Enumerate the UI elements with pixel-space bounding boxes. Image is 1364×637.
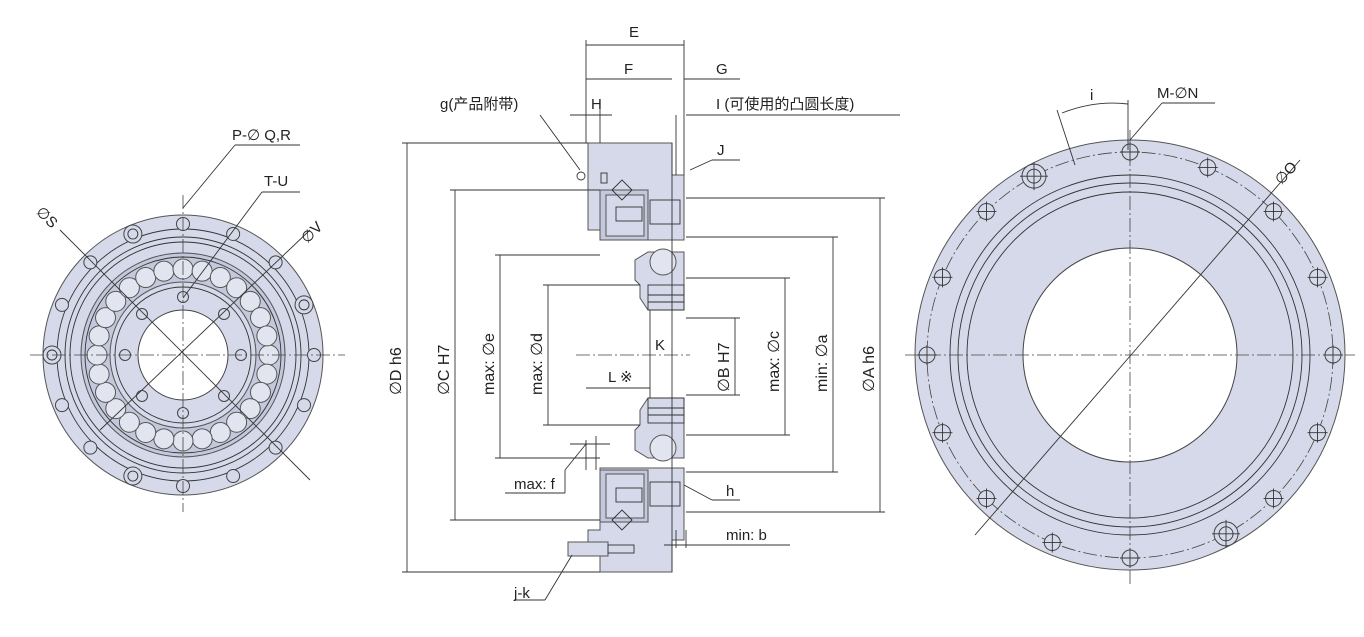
roller — [88, 325, 110, 347]
bolt-hole — [218, 390, 231, 403]
inner-bolt-holes — [119, 291, 247, 419]
dim-i-arc — [1061, 102, 1129, 114]
label-max-c: max: ∅c — [766, 331, 783, 392]
label-a-h6: ∅A h6 — [861, 346, 878, 392]
leader-h — [683, 484, 713, 501]
left-view: P-∅ Q,R T-U ∅S ∅V — [30, 127, 345, 512]
roller — [256, 363, 278, 385]
bolt-hole-inner — [127, 228, 139, 240]
label-c-h7: ∅C H7 — [436, 345, 453, 395]
label-jk: j-k — [513, 585, 530, 602]
roller — [191, 428, 213, 450]
crossed-rollers — [86, 258, 280, 452]
label-max-d: max: ∅d — [529, 333, 546, 395]
bolt-hole — [226, 469, 241, 484]
upper-roller — [649, 248, 677, 276]
bolt-hole — [226, 226, 241, 241]
roller — [118, 411, 140, 433]
label-h-lower: h — [726, 483, 734, 500]
roller — [95, 307, 117, 329]
bolt-hole — [297, 398, 312, 413]
leader-g — [539, 114, 581, 171]
label-h-upper: H — [591, 96, 602, 113]
leader-pq — [182, 144, 236, 209]
bolt-hole — [123, 466, 143, 486]
label-mn: M-∅N — [1157, 85, 1198, 102]
label-max-e: max: ∅e — [481, 333, 498, 395]
leader-tu — [182, 191, 263, 299]
label-tu: T-U — [264, 173, 288, 190]
diameter-o-line — [974, 159, 1301, 536]
bolt-hole — [135, 390, 148, 403]
roller — [95, 381, 117, 403]
bolt-hole — [268, 440, 283, 455]
roller — [88, 363, 110, 385]
label-k: K — [655, 337, 665, 354]
bolt-hole — [135, 307, 148, 320]
label-d-h6: ∅D h6 — [388, 347, 405, 395]
roller — [105, 290, 127, 312]
label-v: ∅V — [298, 219, 326, 247]
label-f: F — [624, 61, 633, 78]
roller — [135, 267, 157, 289]
label-min-a: min: ∅a — [814, 334, 831, 392]
label-j: J — [717, 142, 725, 159]
label-b-h7: ∅B H7 — [716, 342, 733, 392]
roller — [135, 421, 157, 443]
roller — [249, 307, 271, 329]
section-view: E F G H g(产品附带) I (可使用的凸圆长度) J K L ※ max… — [388, 24, 900, 602]
roller — [153, 260, 175, 282]
roller — [209, 267, 231, 289]
bolt-hole-inner — [298, 299, 310, 311]
roller — [118, 277, 140, 299]
leader-jk — [544, 554, 573, 601]
roller — [226, 277, 248, 299]
leader-j — [689, 159, 713, 171]
label-g-upper: G — [716, 61, 728, 78]
bolt-hole — [54, 398, 69, 413]
lower-roller — [649, 434, 677, 462]
label-g-lower: g(产品附带) — [440, 96, 518, 113]
bolt-hole — [123, 224, 143, 244]
roller — [239, 290, 261, 312]
label-o: ∅O — [1272, 159, 1301, 189]
label-e: E — [629, 24, 639, 41]
roller — [105, 398, 127, 420]
bolt-hole — [54, 297, 69, 312]
bolt-hole — [83, 255, 98, 270]
label-max-f: max: f — [514, 476, 556, 493]
roller — [191, 260, 213, 282]
leader-mn — [1129, 102, 1163, 141]
label-i-upper: I (可使用的凸圆长度) — [716, 96, 854, 113]
roller — [226, 411, 248, 433]
diameter-s-line — [59, 229, 311, 481]
bolt-hole-inner — [127, 470, 139, 482]
label-pq: P-∅ Q,R — [232, 127, 291, 144]
roller — [239, 398, 261, 420]
bolt-hole — [83, 440, 98, 455]
roller — [153, 428, 175, 450]
label-s: ∅S — [32, 203, 60, 231]
bolt-hole — [218, 307, 231, 320]
right-view: i M-∅N ∅O — [905, 85, 1355, 585]
label-l: L ※ — [608, 369, 633, 386]
lower-bolt — [567, 541, 609, 557]
label-min-b: min: b — [726, 527, 767, 544]
diameter-v-line — [99, 229, 311, 431]
bolt-hole — [294, 295, 314, 315]
roller — [256, 325, 278, 347]
roller — [209, 421, 231, 443]
label-i-lower: i — [1090, 87, 1093, 104]
roller — [249, 381, 271, 403]
